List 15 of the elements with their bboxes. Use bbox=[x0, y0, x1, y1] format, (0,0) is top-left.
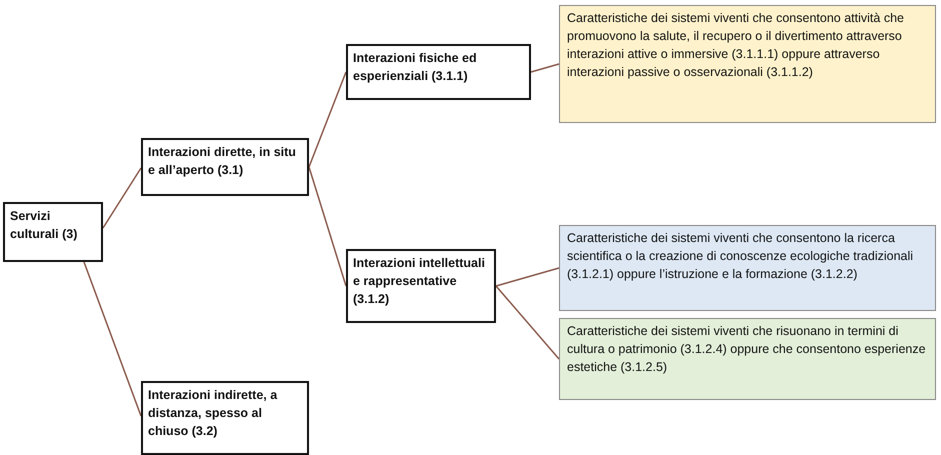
connector-line bbox=[530, 63, 560, 73]
description-box: Caratteristiche dei sistemi viventi che consentono attività che promuovono la salute, il recupero o il divertimento attraverso interazioni attive o immersive (3.1.1.1) oppure attraverso interazioni passive o osservazionali (3.1.1.2) bbox=[559, 5, 936, 123]
category-box: Interazioni intellettuali e rappresentative (3.1.2) bbox=[346, 249, 496, 323]
category-box: Interazioni dirette, in situ e all’aperto (3.1) bbox=[141, 138, 309, 196]
description-box: Caratteristiche dei sistemi viventi che consentono la ricerca scientifica o la creazione di conoscenze ecologiche tradizionali (3.1.2.1) oppure l’istruzione e la formazione (3.1.2.2) bbox=[559, 225, 936, 311]
connector-line bbox=[308, 72, 347, 168]
connector-line bbox=[83, 262, 142, 416]
description-box: Caratteristiche dei sistemi viventi che risuonano in termini di cultura o patrimonio (3.1.2.4) oppure che consentono esperienze estetiche (3.1.2.5) bbox=[559, 318, 936, 400]
category-box: Interazioni indirette, a distanza, spesso al chiuso (3.2) bbox=[141, 381, 309, 455]
connector-line bbox=[495, 286, 560, 360]
connector-line bbox=[102, 168, 142, 228]
category-box: Interazioni fisiche ed esperienziali (3.1.1) bbox=[346, 44, 531, 100]
category-box: Servizi culturali (3) bbox=[3, 202, 103, 262]
connector-line bbox=[308, 166, 347, 286]
connector-line bbox=[496, 267, 560, 287]
